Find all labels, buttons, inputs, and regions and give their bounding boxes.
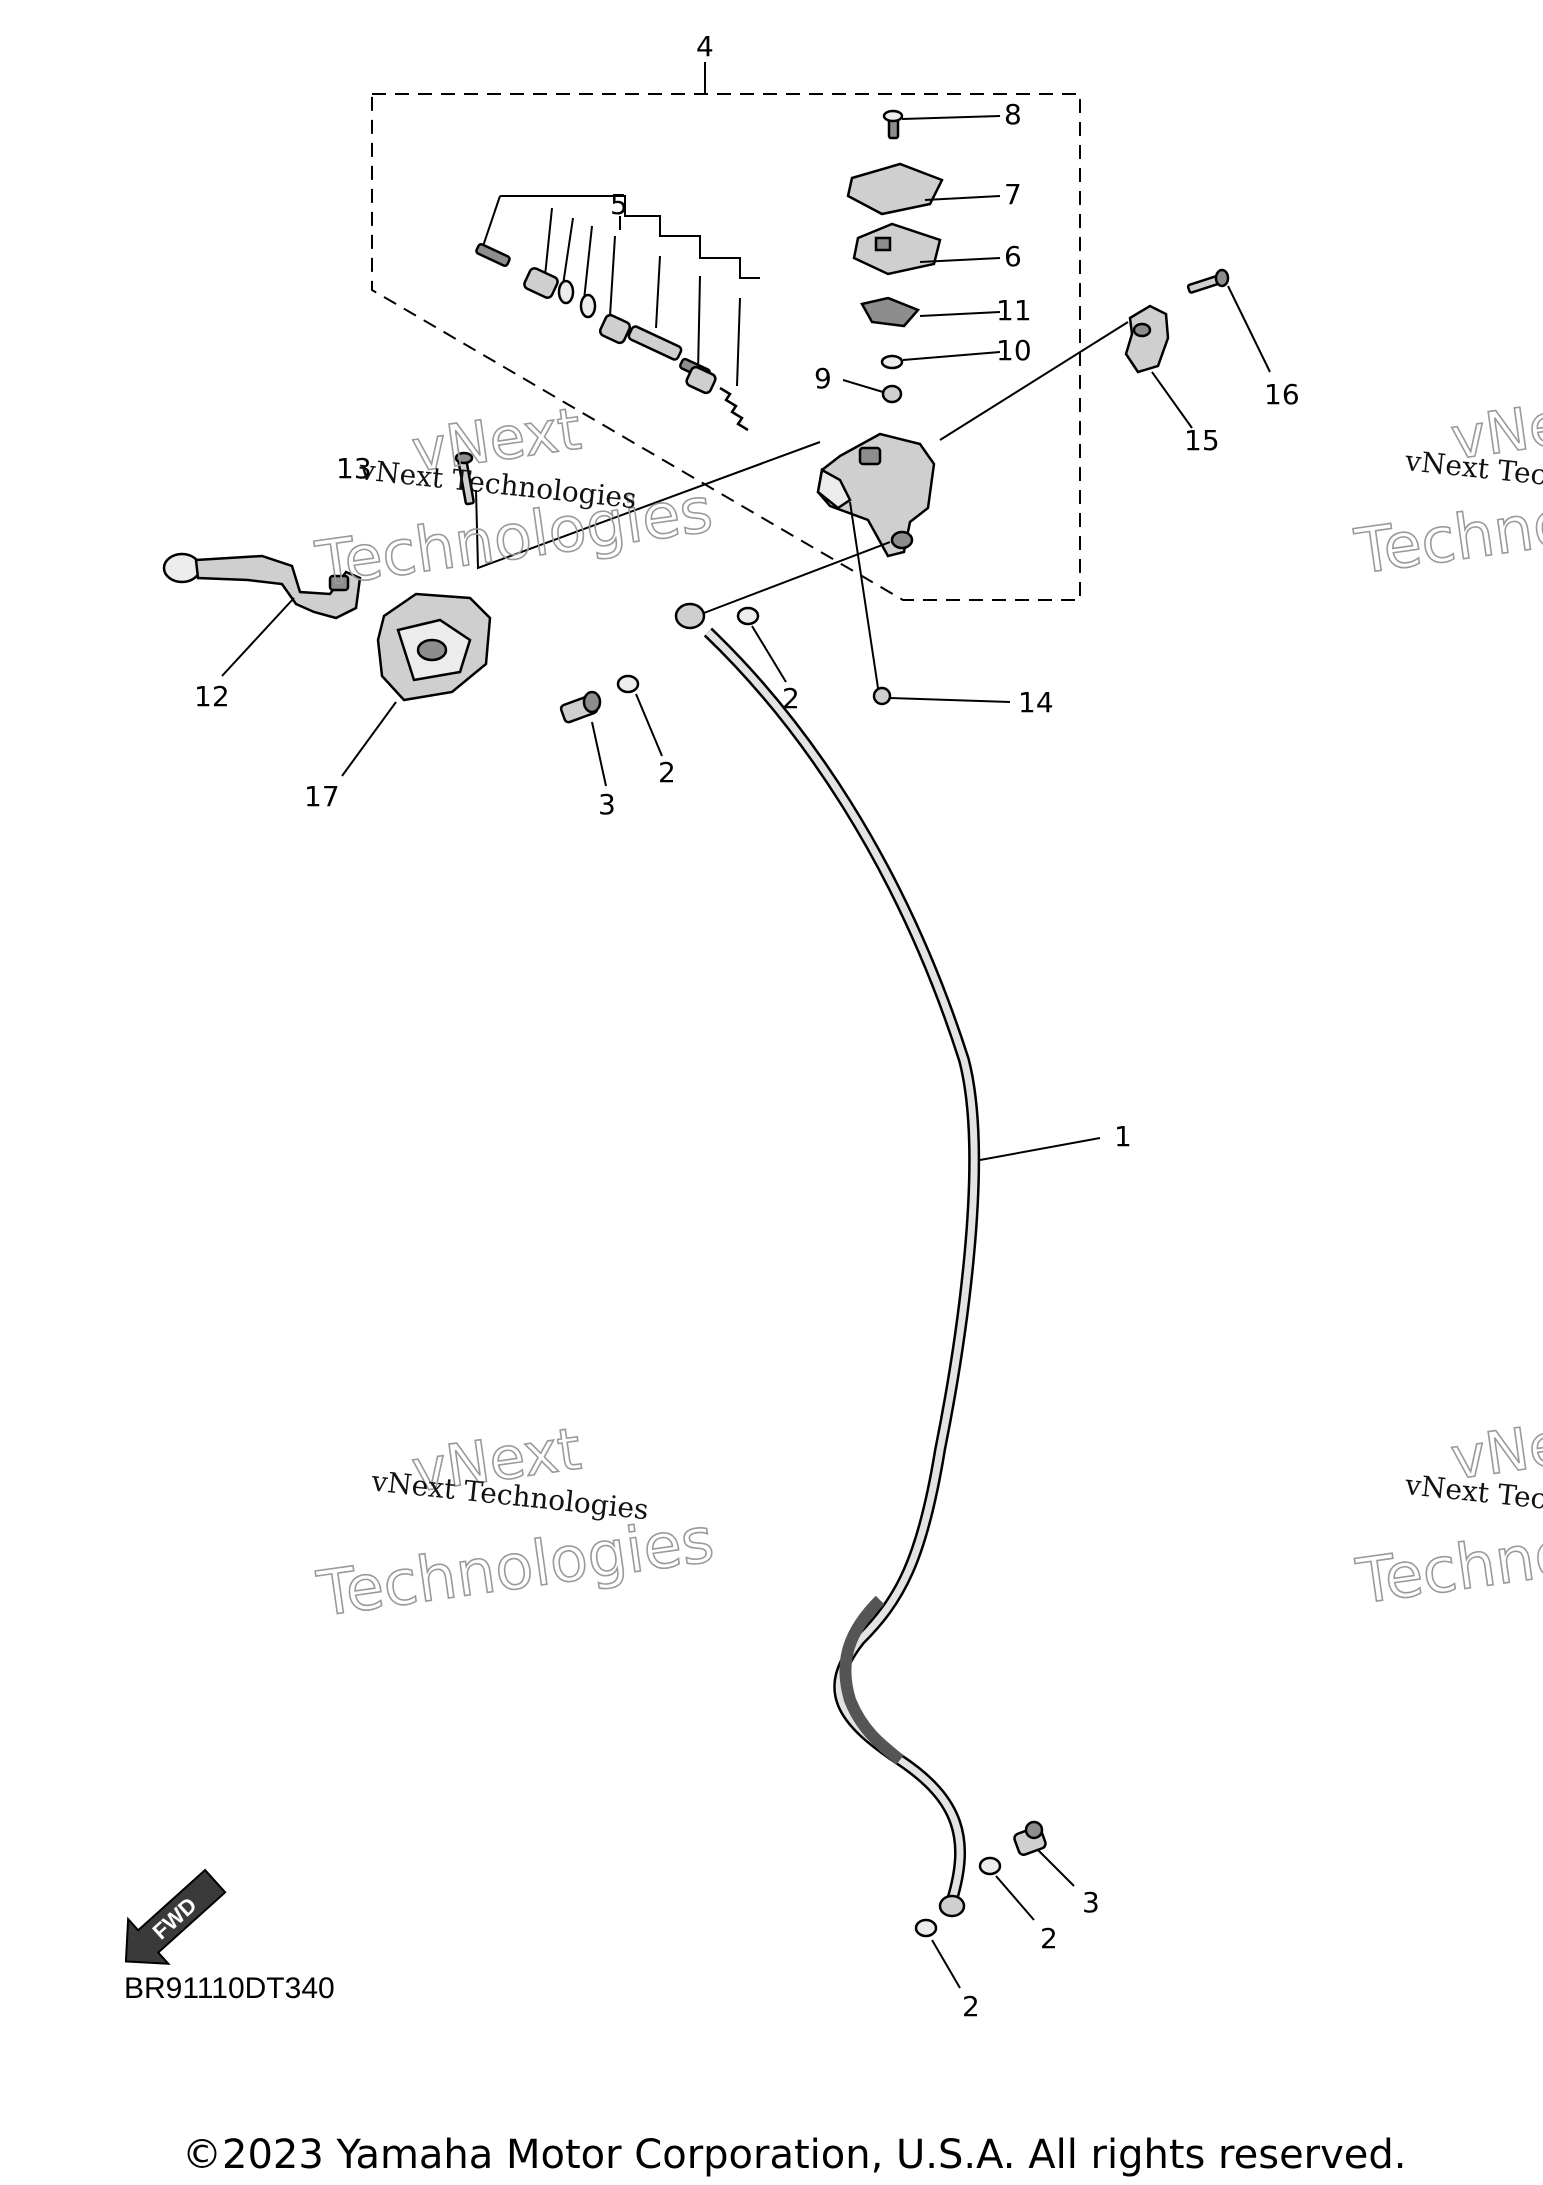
leader-1 (979, 1137, 1101, 1161)
part-3-bolt-upper (559, 690, 602, 724)
part-1-hose (674, 602, 981, 1918)
callout-12: 12 (194, 680, 230, 713)
master-cylinder-body (816, 432, 936, 558)
callout-3a: 3 (598, 788, 616, 821)
leader-14 (849, 501, 879, 689)
leader-15-body (939, 321, 1129, 441)
part-2-washer-d (914, 1918, 938, 1938)
leader-3a (591, 721, 607, 787)
leader-3b (1037, 1849, 1075, 1887)
part-17-cover (376, 592, 492, 702)
leader-2c (995, 1875, 1035, 1921)
part-2-washer-a (616, 674, 640, 694)
watermark-2: vNext Technologies (312, 1414, 719, 1632)
callout-2b: 2 (782, 682, 800, 715)
part-16-bolt (1186, 268, 1230, 294)
callout-15: 15 (1184, 424, 1220, 457)
leader-13 (475, 441, 821, 570)
part-7-cap (846, 162, 944, 216)
part-12-lever (162, 552, 362, 620)
copyright: ©2023 Yamaha Motor Corporation, U.S.A. A… (182, 2132, 1407, 2178)
callout-10: 10 (996, 334, 1032, 367)
leader-9 (842, 379, 884, 393)
callout-1: 1 (1114, 1120, 1132, 1153)
callout-2a: 2 (658, 756, 676, 789)
part-2-washer-b (736, 606, 760, 626)
leader-14b (889, 697, 1011, 703)
part-13-bolt (454, 451, 475, 506)
part-11-diaphragm (860, 296, 921, 328)
callout-16: 16 (1264, 378, 1300, 411)
drawing-code: BR91110DT340 (124, 1972, 335, 2005)
callout-5: 5 (610, 188, 628, 221)
leader-15 (1151, 371, 1193, 429)
callout-13: 13 (336, 452, 372, 485)
callout-2d: 2 (962, 1990, 980, 2023)
svg-text:Technologies: Technologies (313, 1503, 719, 1631)
part-9-nut (881, 384, 903, 404)
leader-6 (919, 257, 1001, 263)
part-6-holder (852, 222, 942, 276)
leader-10 (902, 351, 1001, 361)
part-14-nut (872, 686, 892, 706)
part-15-bracket (1124, 304, 1170, 374)
leader-17 (341, 701, 397, 777)
callout-3b: 3 (1082, 1886, 1100, 1919)
leader-2d (931, 1939, 961, 1989)
part-5-piston-kit (475, 195, 760, 432)
callout-8: 8 (1004, 98, 1022, 131)
part-2-washer-c (978, 1856, 1002, 1876)
part-10-ring (880, 354, 904, 370)
leader-8 (901, 115, 1001, 120)
callout-2c: 2 (1040, 1922, 1058, 1955)
leader-7 (924, 195, 1001, 201)
callout-11: 11 (996, 294, 1032, 327)
part-8-screw (882, 109, 904, 140)
callout-4: 4 (696, 30, 714, 63)
leader-12 (221, 597, 295, 677)
leader-2a (635, 693, 663, 757)
callout-6: 6 (1004, 240, 1022, 273)
callout-7: 7 (1004, 178, 1022, 211)
part-3-bolt-lower (1013, 1820, 1047, 1856)
callout-14: 14 (1018, 686, 1054, 719)
hose-axis-upper (695, 541, 891, 617)
fwd-arrow-icon: FWD (124, 1868, 227, 1965)
leader-2b (751, 625, 787, 683)
leader-16 (1227, 285, 1271, 373)
callout-17: 17 (304, 780, 340, 813)
leader-11 (919, 311, 1001, 317)
callout-9: 9 (814, 362, 832, 395)
